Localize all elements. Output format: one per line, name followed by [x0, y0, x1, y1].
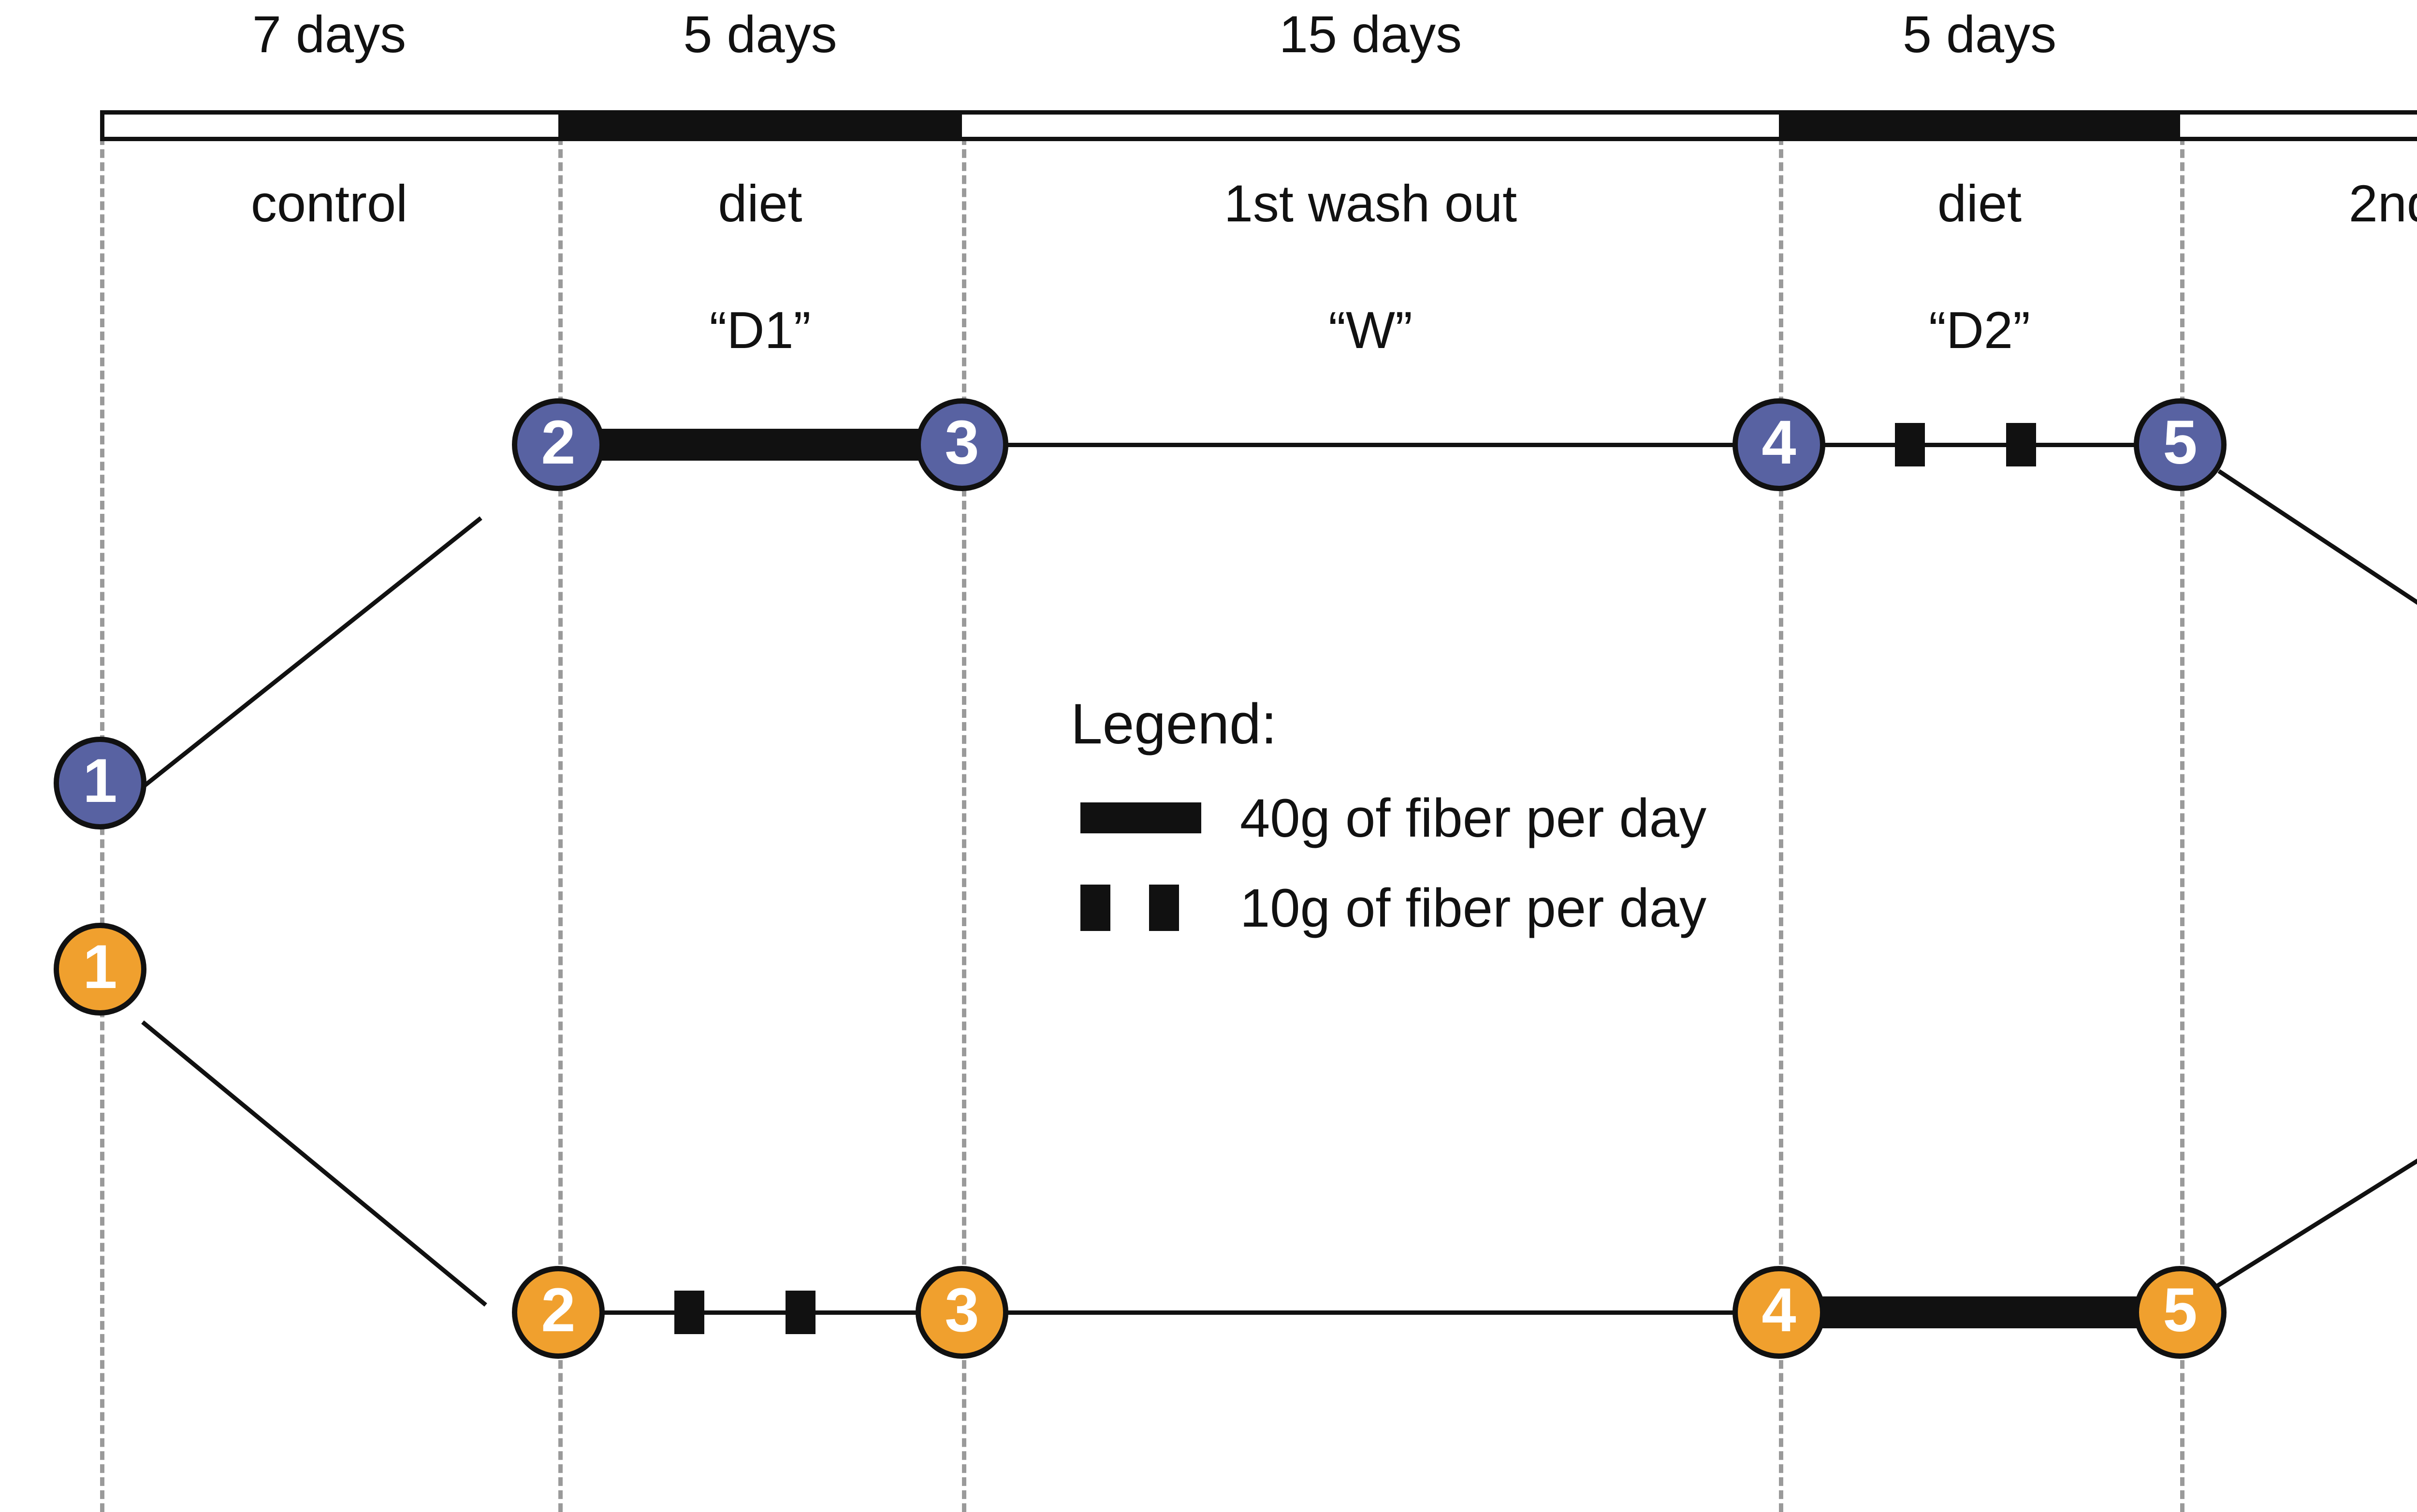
- blue-connector-diet2-10g: [1822, 423, 2138, 466]
- orange-connector-washout1: [1005, 1310, 1733, 1315]
- period-divider-3: [962, 110, 966, 1512]
- legend-title: Legend:: [1071, 692, 1277, 756]
- node-label: 1: [83, 932, 117, 1002]
- orange-connector-diet1-10g: [602, 1291, 918, 1334]
- timeline-bar-segment-diet1: [558, 110, 962, 141]
- code-label-washout1: “W”: [1328, 301, 1412, 359]
- legend-swatch-solid-icon: [1071, 789, 1211, 847]
- period-divider-5: [2180, 110, 2184, 1512]
- orange-connector-diet2-40g: [1822, 1296, 2139, 1328]
- orange-node-1[interactable]: 1: [54, 923, 146, 1016]
- orange-node-5[interactable]: 5: [2134, 1266, 2227, 1359]
- dash-square: [786, 1291, 815, 1334]
- node-label: 5: [2163, 1276, 2198, 1345]
- node-label: 2: [541, 408, 576, 477]
- dash-square: [1895, 423, 1925, 466]
- phase-label-washout1: 1st wash out: [1223, 174, 1517, 233]
- blue-arm-link-5-6: [2217, 469, 2417, 767]
- dash-square: [674, 1291, 704, 1334]
- duration-label-washout1: 15 days: [1279, 5, 1462, 63]
- orange-arm-link-1-2: [141, 1020, 487, 1307]
- code-label-diet2: “D2”: [1929, 301, 2030, 359]
- node-label: 3: [945, 408, 979, 477]
- duration-label-diet2: 5 days: [1902, 5, 2057, 63]
- node-label: 3: [945, 1276, 979, 1345]
- blue-node-2[interactable]: 2: [512, 398, 605, 491]
- orange-arm-link-5-6: [2213, 999, 2417, 1290]
- duration-label-washout2: 7 days: [2180, 4, 2417, 64]
- node-label: 5: [2163, 408, 2198, 477]
- blue-node-3[interactable]: 3: [916, 398, 1008, 491]
- period-divider-2: [558, 110, 563, 1512]
- node-label: 1: [83, 746, 117, 815]
- orange-node-3[interactable]: 3: [916, 1266, 1008, 1359]
- dash-square: [2006, 423, 2036, 466]
- phase-label-control: control: [250, 174, 408, 233]
- phase-label-diet1: diet: [718, 174, 802, 233]
- legend-swatch-dashed-icon: [1071, 879, 1211, 937]
- phase-label-diet2: diet: [1937, 174, 2022, 233]
- blue-node-4[interactable]: 4: [1733, 398, 1825, 491]
- blue-connector-diet1-40g: [599, 429, 921, 461]
- code-label-diet1: “D1”: [709, 301, 811, 359]
- blue-arm-link-1-2: [144, 516, 482, 787]
- period-divider-4: [1779, 110, 1783, 1512]
- blue-connector-washout1: [1005, 443, 1733, 447]
- legend-row-40g: 40g of fiber per day: [1071, 787, 1707, 848]
- duration-label-control: 7 days: [252, 5, 407, 63]
- timeline-bar-segment-diet2: [1779, 110, 2180, 141]
- blue-node-1[interactable]: 1: [54, 737, 146, 829]
- timeline-bar: [100, 110, 2417, 141]
- legend-row-10g: 10g of fiber per day: [1071, 877, 1707, 938]
- legend-label-40g: 40g of fiber per day: [1240, 787, 1707, 848]
- blue-node-5[interactable]: 5: [2134, 398, 2227, 491]
- legend-label-10g: 10g of fiber per day: [1240, 877, 1707, 938]
- node-label: 4: [1762, 1276, 1796, 1345]
- legend: Legend: 40g of fiber per day 10g of fibe…: [1071, 691, 1707, 938]
- node-label: 2: [541, 1276, 576, 1345]
- orange-node-4[interactable]: 4: [1733, 1266, 1825, 1359]
- orange-node-2[interactable]: 2: [512, 1266, 605, 1359]
- node-label: 4: [1762, 408, 1796, 477]
- duration-label-diet1: 5 days: [683, 5, 837, 63]
- phase-label-washout2: 2nd wash out: [2348, 174, 2417, 233]
